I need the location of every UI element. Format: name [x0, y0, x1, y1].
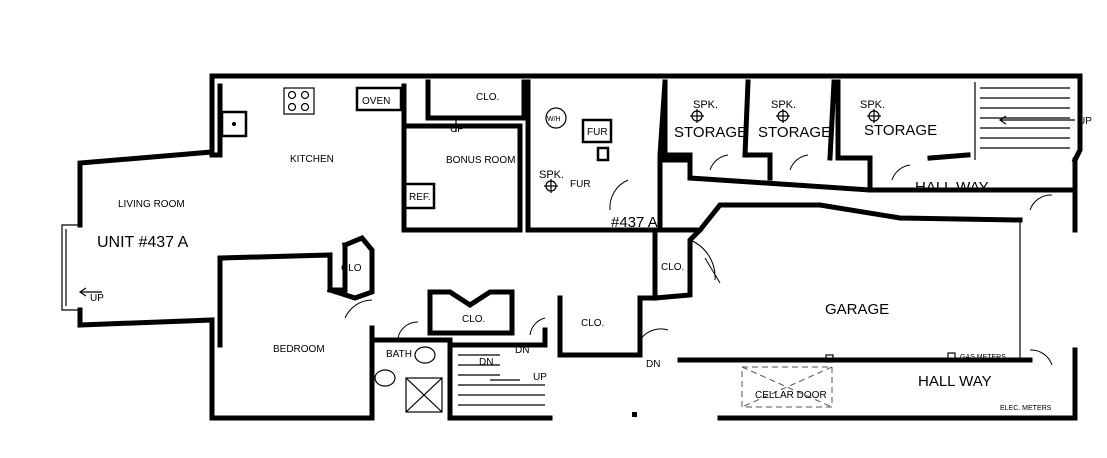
room-labels: UNIT #437 A LIVING ROOM KITCHEN BONUS RO…: [97, 122, 992, 401]
closet-bedroom-label: CLO: [341, 263, 362, 274]
dn-2-label: DN: [515, 345, 529, 356]
interior-walls: [209, 79, 1078, 421]
bath-label: BATH: [386, 349, 412, 360]
living-room-label: LIVING ROOM: [118, 199, 185, 210]
fixture-labels: OVEN REF. FUR FUR W/H SPK. SPK. SPK. SPK…: [362, 96, 1052, 412]
up-stair-label: UP: [533, 372, 547, 383]
dn-1-label: DN: [479, 357, 493, 368]
hall-way-top-label: HALL WAY: [915, 179, 989, 196]
gas-meters-label: GAS METERS: [960, 354, 1006, 361]
closet-lower-label: CLO.: [581, 318, 604, 329]
garage-label: GARAGE: [825, 301, 889, 318]
unit-label: UNIT #437 A: [97, 234, 189, 251]
unit-mark-label: #437 A: [611, 214, 658, 231]
storage-1-label: STORAGE: [674, 124, 747, 141]
ref-label: REF.: [409, 192, 431, 203]
storage-3-label: STORAGE: [864, 122, 937, 139]
door-swings: [344, 154, 1053, 366]
fur-2-label: FUR: [570, 179, 591, 190]
spk-2-label: SPK.: [771, 99, 796, 111]
elec-meters-label: ELEC. METERS: [1000, 405, 1052, 412]
kitchen-label: KITCHEN: [290, 154, 334, 165]
water-heater-label: W/H: [547, 116, 561, 123]
spk-3-label: SPK.: [860, 99, 885, 111]
closet-mid-label: CLO.: [462, 314, 485, 325]
stair-treads-middle: [458, 354, 545, 406]
up-left-label: UP: [90, 293, 104, 304]
oven-label: OVEN: [362, 96, 390, 107]
exterior-walls: [61, 73, 1083, 421]
stair-labels: UP UP UP DN DN DN UP: [90, 116, 1092, 383]
dn-3-label: DN: [646, 359, 660, 370]
bonus-room-label: BONUS ROOM: [446, 155, 515, 166]
up-bonus-label: UP: [450, 124, 464, 135]
storage-2-label: STORAGE: [758, 124, 831, 141]
spk-1-label: SPK.: [693, 99, 718, 111]
cellar-door-label: CELLAR DOOR: [755, 390, 827, 401]
fur-1-label: FUR: [587, 127, 608, 138]
spk-4-label: SPK.: [539, 169, 564, 181]
closet-labels: CLO. CLO CLO. CLO. CLO.: [341, 92, 684, 329]
hall-way-bottom-label: HALL WAY: [918, 373, 992, 390]
up-right-label: UP: [1078, 116, 1092, 127]
closet-top-label: CLO.: [476, 92, 499, 103]
closet-garage-label: CLO.: [661, 262, 684, 273]
stair-treads-right: [980, 87, 1070, 149]
stair-arrows: [78, 115, 1075, 297]
sprinkler-icons: [544, 107, 881, 193]
bedroom-label: BEDROOM: [273, 344, 325, 355]
